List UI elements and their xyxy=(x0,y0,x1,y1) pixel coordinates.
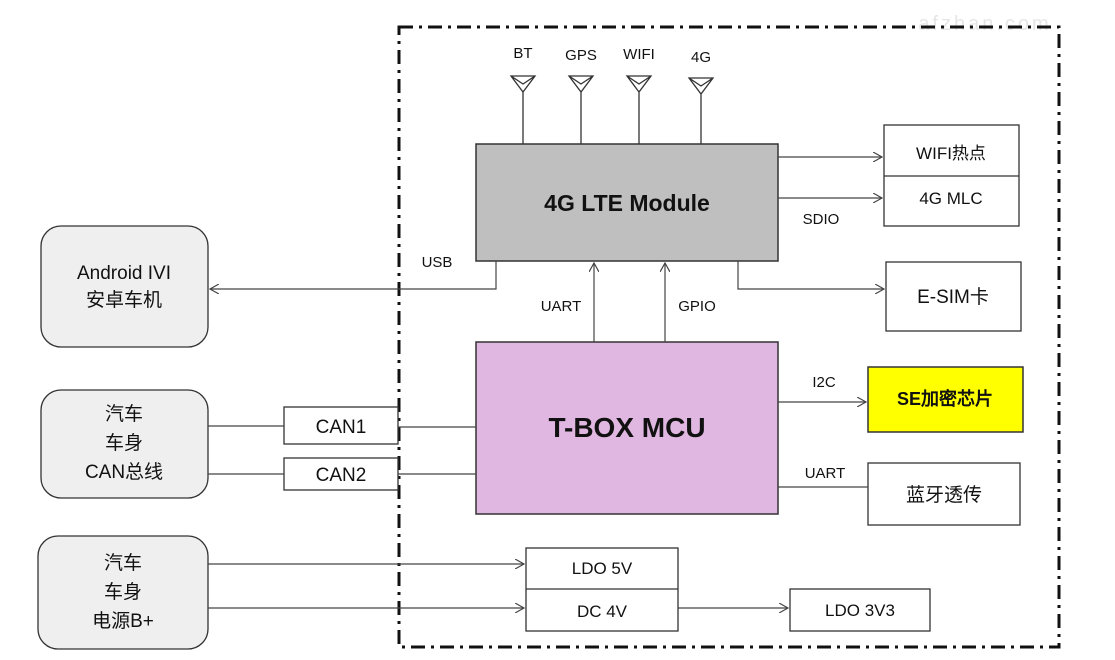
ivi-box xyxy=(40,225,209,348)
bt-passthrough-box xyxy=(867,462,1021,526)
mlc-label: 4G MLC xyxy=(919,189,982,208)
ivi-label-line1: Android IVI xyxy=(77,263,171,284)
can-bus-label-line3: CAN总线 xyxy=(85,461,163,483)
ivi-label-line2: 安卓车机 xyxy=(86,289,162,311)
gpio-link-label: GPIO xyxy=(678,298,716,315)
se-chip-box xyxy=(867,366,1024,433)
power-label-line3: 电源B+ xyxy=(92,610,154,632)
can1-box xyxy=(283,406,399,445)
antenna-icon xyxy=(509,75,537,144)
antenna-label-gps: GPS xyxy=(565,47,597,64)
mcu-box xyxy=(475,341,779,515)
power-label-line1: 汽车 xyxy=(104,552,142,574)
can-bus-label-line2: 车身 xyxy=(105,432,143,454)
can-bus-box xyxy=(40,389,209,499)
wifi-hotspot-label: WIFI热点 xyxy=(916,144,986,163)
esim-link xyxy=(737,261,884,289)
mcu-label: T-BOX MCU xyxy=(548,412,705,443)
tbox-boundary xyxy=(397,25,1061,649)
uart-link-right-label: UART xyxy=(805,465,846,482)
antenna-icon xyxy=(567,75,595,144)
power-box xyxy=(37,535,209,650)
antenna-4g: 4G xyxy=(687,49,715,144)
antenna-icon xyxy=(687,77,715,144)
antenna-gps: GPS xyxy=(565,47,597,144)
i2c-link-label: I2C xyxy=(812,374,836,391)
lte-module-box xyxy=(475,143,779,262)
watermark-text: afzhan.com xyxy=(918,13,1051,35)
lte-module-label: 4G LTE Module xyxy=(544,190,710,216)
bt-passthrough-label: 蓝牙透传 xyxy=(906,484,982,506)
esim-label: E-SIM卡 xyxy=(917,286,989,308)
antenna-icon xyxy=(625,75,653,144)
antenna-label-wifi: WIFI xyxy=(623,46,655,63)
can1-label: CAN1 xyxy=(316,417,367,438)
antenna-wifi: WIFI xyxy=(623,46,655,144)
can-bus-label-line1: 汽车 xyxy=(105,403,143,425)
ldo3v3-box xyxy=(789,588,931,632)
ldo3v3-label: LDO 3V3 xyxy=(825,601,895,620)
ldo5v-label: LDO 5V xyxy=(572,559,633,578)
power-label-line2: 车身 xyxy=(104,581,142,603)
esim-box xyxy=(885,261,1022,332)
can2-label: CAN2 xyxy=(316,465,367,486)
antenna-bt: BT xyxy=(509,45,537,144)
uart-link-top-label: UART xyxy=(541,298,582,315)
antenna-label-4g: 4G xyxy=(691,49,711,66)
se-chip-label: SE加密芯片 xyxy=(897,388,993,409)
dc4v-label: DC 4V xyxy=(577,602,628,621)
usb-link-label: USB xyxy=(422,254,453,271)
sdio-link-label: SDIO xyxy=(803,211,840,228)
usb-link xyxy=(210,261,497,289)
antenna-label-bt: BT xyxy=(513,45,532,62)
